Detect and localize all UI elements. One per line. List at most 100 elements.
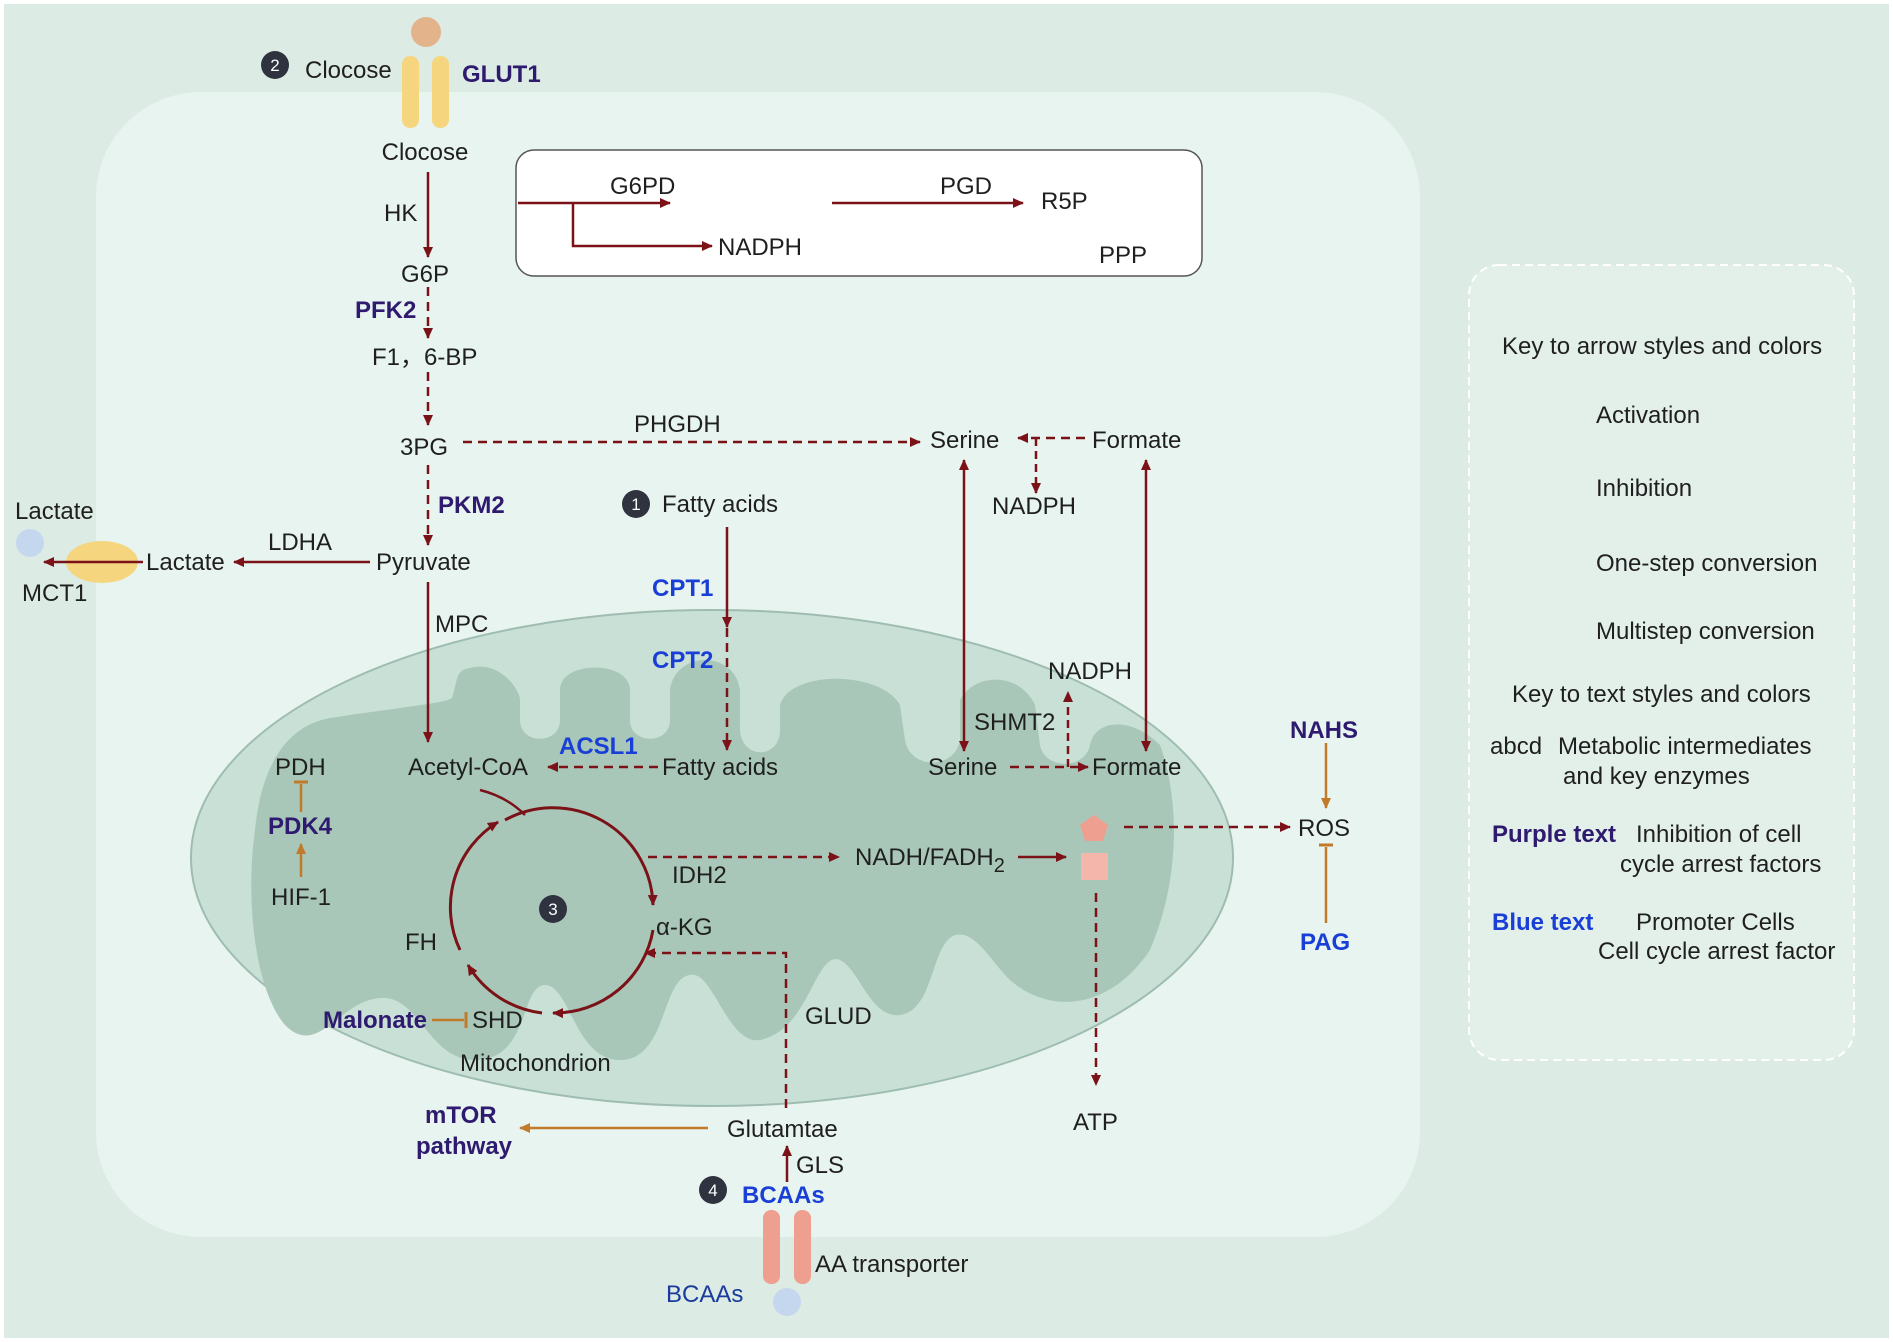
label-idh2: IDH2 xyxy=(672,862,727,889)
legend-purple-desc-1: Inhibition of cell xyxy=(1636,821,1801,848)
tca-arc-bottom-right xyxy=(552,929,655,1019)
arrows xyxy=(43,172,1568,1182)
label-serine: Serine xyxy=(930,427,999,454)
label-3pg: 3PG xyxy=(400,434,448,461)
badge-3 xyxy=(539,895,567,923)
ros-square-icon xyxy=(1081,853,1108,880)
tca-arc-top-left xyxy=(448,820,499,951)
badge-1 xyxy=(622,490,650,518)
label-pyruvate: Pyruvate xyxy=(376,549,471,576)
arrow-glutamate-akg xyxy=(644,948,788,1108)
lactate-molecule-icon xyxy=(16,529,44,557)
label-pgd: PGD xyxy=(940,173,992,200)
legend-inhibition-label: Inhibition xyxy=(1596,475,1692,502)
label-r5p: R5P xyxy=(1041,188,1088,215)
label-mpc: MPC xyxy=(435,611,488,638)
label-glud: GLUD xyxy=(805,1003,872,1030)
label-g6p: G6P xyxy=(401,261,449,288)
label-mitochondrion: Mitochondrion xyxy=(460,1050,611,1077)
label-fh: FH xyxy=(405,929,437,956)
label-formate: Formate xyxy=(1092,427,1181,454)
arrow-ppp-nadph xyxy=(571,203,713,251)
label-hk: HK xyxy=(384,200,417,227)
labels: Clocose GLUT1 Clocose HK G6P PFK2 F1，6-B… xyxy=(15,57,1835,1308)
legend-purple-desc-2: cycle arrest factors xyxy=(1620,851,1821,878)
legend-activation-label: Activation xyxy=(1596,402,1700,429)
legend-abcd-desc-1: Metabolic intermediates xyxy=(1558,733,1811,760)
tca-arc-top-right xyxy=(504,806,658,906)
label-cpt2: CPT2 xyxy=(652,647,713,674)
label-lactate-outside: Lactate xyxy=(15,498,94,525)
legend-multistep-label: Multistep conversion xyxy=(1596,618,1815,645)
label-ppp: PPP xyxy=(1099,242,1147,269)
label-akg: α-KG xyxy=(656,914,713,941)
label-atp: ATP xyxy=(1073,1109,1118,1136)
aa-transporter-left xyxy=(763,1210,780,1284)
legend-box xyxy=(1468,264,1855,1061)
label-pkm2: PKM2 xyxy=(438,492,505,519)
label-glucose-outside: Clocose xyxy=(305,57,392,84)
label-g6pd: G6PD xyxy=(610,173,675,200)
label-nahs: NAHS xyxy=(1290,717,1358,744)
label-nadph-mito: NADPH xyxy=(1048,658,1132,685)
label-hif1: HIF-1 xyxy=(271,884,331,911)
legend-one-step-label: One-step conversion xyxy=(1596,550,1817,577)
label-ldha: LDHA xyxy=(268,529,332,556)
legend-title-text: Key to text styles and colors xyxy=(1512,681,1811,708)
label-bcaas-outside: BCAAs xyxy=(666,1281,743,1308)
label-bcaas-inside: BCAAs xyxy=(742,1182,825,1209)
badge-4-label: 4 xyxy=(708,1181,717,1200)
label-serine-mito: Serine xyxy=(928,754,997,781)
legend-purple-label: Purple text xyxy=(1492,821,1616,848)
label-nadh-fadh: NADH/FADH xyxy=(855,844,994,871)
label-acsl1: ACSL1 xyxy=(559,733,638,760)
label-nadph-cyto: NADPH xyxy=(992,493,1076,520)
label-gls: GLS xyxy=(796,1152,844,1179)
label-mtor-line1: mTOR xyxy=(425,1102,497,1129)
label-shmt2: SHMT2 xyxy=(974,709,1055,736)
tca-arc-bottom-left xyxy=(466,964,543,1015)
legend-blue-desc-1: Promoter Cells xyxy=(1636,909,1795,936)
legend-title-arrows: Key to arrow styles and colors xyxy=(1502,333,1822,360)
label-glutamate: Glutamtae xyxy=(727,1116,838,1143)
label-glucose-inside: Clocose xyxy=(382,139,469,166)
label-pdk4: PDK4 xyxy=(268,813,333,840)
label-shd: SHD xyxy=(472,1007,523,1034)
label-pfk2: PFK2 xyxy=(355,297,416,324)
label-pdh: PDH xyxy=(275,754,326,781)
legend-blue-desc-2: Cell cycle arrest factor xyxy=(1598,938,1835,965)
glut1-channel-left xyxy=(402,56,419,128)
legend-abcd: abcd xyxy=(1490,733,1542,760)
label-aa-transporter: AA transporter xyxy=(815,1251,968,1278)
label-glut1: GLUT1 xyxy=(462,61,541,88)
label-mct1: MCT1 xyxy=(22,580,87,607)
glut1-channel-right xyxy=(432,56,449,128)
label-f16bp: F1，6-BP xyxy=(372,344,477,371)
label-acetyl-coa: Acetyl-CoA xyxy=(408,754,528,781)
label-formate-mito: Formate xyxy=(1092,754,1181,781)
label-mtor-line2: pathway xyxy=(416,1133,513,1160)
mitochondrion-inner-membrane xyxy=(251,660,1174,1060)
label-fatty-acids-mito: Fatty acids xyxy=(662,754,778,781)
glucose-molecule-icon xyxy=(411,17,441,47)
badge-3-label: 3 xyxy=(548,900,557,919)
badge-2 xyxy=(261,51,289,79)
legend-abcd-desc-2: and key enzymes xyxy=(1563,763,1750,790)
label-ros: ROS xyxy=(1298,815,1350,842)
label-malonate: Malonate xyxy=(323,1007,427,1034)
badge-4 xyxy=(699,1176,727,1204)
label-nadh-fadh2: NADH/FADH2 xyxy=(855,844,1005,877)
bcaa-molecule-icon xyxy=(773,1288,801,1316)
label-nadh-fadh-subscript: 2 xyxy=(994,855,1005,877)
label-pag: PAG xyxy=(1300,929,1350,956)
ppp-box xyxy=(515,149,1203,277)
badge-2-label: 2 xyxy=(270,56,279,75)
badge-1-label: 1 xyxy=(631,495,640,514)
aa-transporter-right xyxy=(794,1210,811,1284)
label-cpt1: CPT1 xyxy=(652,575,713,602)
label-phgdh: PHGDH xyxy=(634,411,721,438)
label-fatty-acids: Fatty acids xyxy=(662,491,778,518)
legend-blue-label: Blue text xyxy=(1492,909,1593,936)
